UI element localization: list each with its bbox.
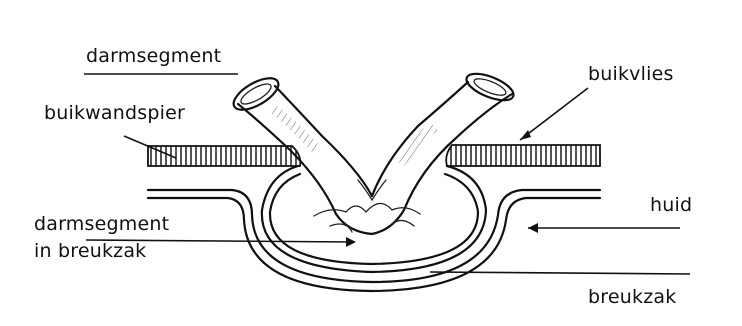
label-darmsegment-in-breukzak-line2: in breukzak: [34, 240, 146, 262]
darmsegment-in-breukzak-arrowhead: [346, 237, 356, 247]
buikvlies-arrowhead: [520, 130, 531, 140]
buikvlies-leader: [520, 88, 588, 140]
label-breukzak: breukzak: [588, 286, 676, 308]
label-darmsegment: darmsegment: [86, 45, 221, 67]
hernia-sac: [262, 166, 486, 272]
huid-arrowhead: [528, 223, 538, 233]
abdominal-wall-muscle: [148, 145, 600, 166]
breukzak-leader: [430, 272, 690, 274]
label-buikvlies: buikvlies: [588, 63, 674, 85]
label-buikwandspier: buikwandspier: [44, 102, 185, 124]
label-huid: huid: [650, 194, 692, 216]
label-darmsegment-in-breukzak-line1: darmsegment: [34, 213, 169, 235]
